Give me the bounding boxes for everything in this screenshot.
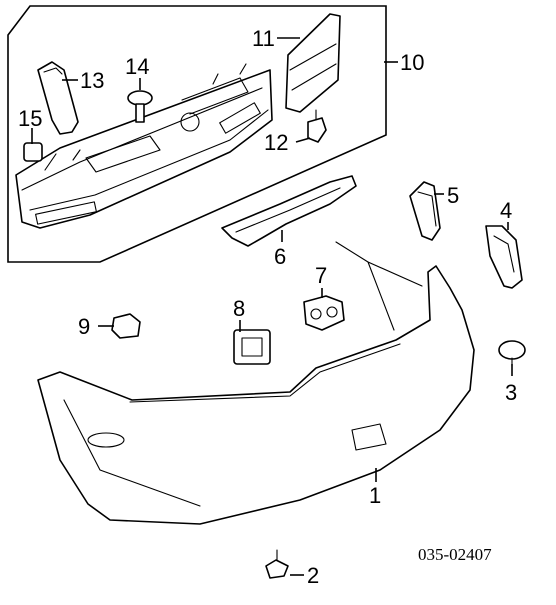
bracket-part-8 [233, 329, 271, 365]
callout-15: 15 [18, 106, 42, 131]
callout-1: 1 [369, 483, 381, 508]
absorber-part-11 [285, 13, 341, 113]
clip-part-9 [111, 313, 141, 339]
callout-2: 2 [307, 563, 319, 588]
nut-part-15 [23, 142, 43, 162]
bracket-part-5 [409, 181, 441, 241]
callout-3: 3 [505, 380, 517, 405]
callout-5: 5 [447, 183, 459, 208]
diagram-code: 035-02407 [418, 545, 492, 564]
callout-11: 11 [252, 26, 275, 51]
callout-8: 8 [233, 296, 245, 321]
callout-7: 7 [315, 263, 327, 288]
clip-part-14 [127, 90, 153, 123]
leader-lines [31, 37, 513, 576]
callout-9: 9 [78, 314, 90, 339]
callout-6: 6 [274, 244, 286, 269]
reinforcement-bar [15, 63, 273, 229]
bracket-part-4 [485, 225, 523, 289]
bracket-part-13 [37, 61, 79, 135]
screw-part-2 [265, 549, 289, 579]
plug-part-3 [498, 340, 526, 367]
bumper-cover-part-1 [37, 241, 475, 525]
callout-12: 12 [264, 130, 288, 155]
retainer-part-6 [221, 175, 357, 247]
callout-13: 13 [80, 68, 104, 93]
clip-part-12 [307, 109, 327, 143]
inset-frame [7, 5, 387, 263]
callout-4: 4 [500, 198, 512, 223]
bracket-part-7 [303, 295, 345, 331]
callout-10: 10 [400, 50, 424, 75]
callout-14: 14 [125, 54, 149, 79]
